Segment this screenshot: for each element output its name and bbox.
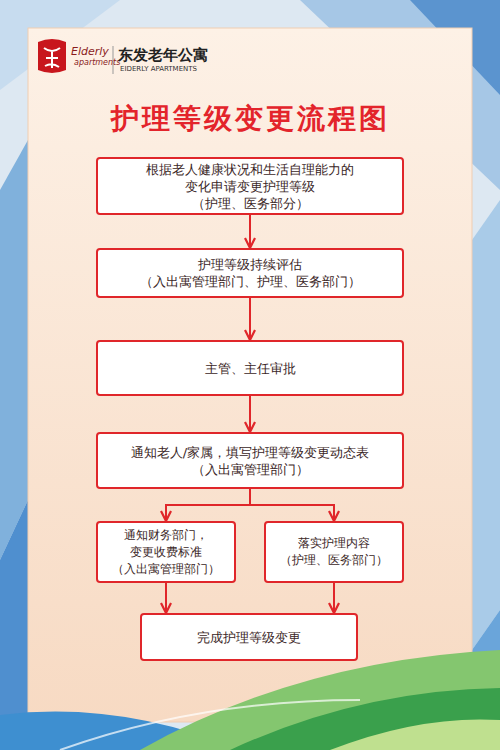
logo-text: Elderly	[71, 45, 109, 58]
flow-arrow	[250, 489, 334, 521]
logo-seal	[38, 39, 66, 73]
connector-group	[250, 489, 334, 521]
flow-arrow	[249, 215, 251, 248]
step-text: 根据老人健康状况和生活自理能力的 变化申请变更护理等级	[143, 161, 357, 195]
process-box: 落实护理内容（护理、医务部门）	[264, 521, 404, 583]
step-text: 落实护理内容	[298, 535, 370, 552]
department-note: （护理、医务部门）	[280, 552, 388, 569]
step-text: 通知老人/家属，填写护理等级变更动态表	[131, 444, 369, 461]
flow-arrow	[166, 489, 250, 521]
process-box: 通知老人/家属，填写护理等级变更动态表（入出寓管理部门）	[96, 432, 404, 489]
step-text: 通知财务部门， 变更收费标准	[118, 527, 214, 561]
department-note: （入出寓管理部门）	[112, 561, 220, 578]
deco-shape	[472, 200, 500, 650]
process-box: 完成护理等级变更	[140, 613, 358, 661]
connector-group	[166, 489, 250, 521]
department-note: （护理、医务部分）	[192, 195, 309, 212]
deco-line	[60, 700, 360, 750]
flow-arrow	[333, 583, 335, 613]
connector-group	[166, 583, 167, 613]
diagram-title: 护理等级变更流程图	[0, 100, 500, 138]
process-box: 通知财务部门， 变更收费标准（入出寓管理部门）	[96, 521, 236, 583]
connector-group	[250, 215, 251, 248]
process-box: 护理等级持续评估（入出寓管理部门、护理、医务部门）	[96, 248, 404, 298]
connector-group	[250, 298, 251, 340]
deco-shape	[0, 140, 28, 560]
logo-text: apartments	[74, 58, 120, 67]
flow-arrow	[165, 583, 167, 613]
deco-shape	[0, 500, 28, 750]
deco-shape	[230, 688, 500, 750]
flow-arrow	[249, 298, 251, 340]
logo-text: EIDERLY APARTMENTS	[120, 65, 197, 73]
logo-glyph	[44, 48, 60, 68]
deco-shape	[330, 719, 500, 750]
process-box: 主管、主任审批	[96, 340, 404, 396]
step-text: 完成护理等级变更	[197, 629, 301, 646]
logo-text: 东发老年公寓	[118, 46, 208, 65]
flow-arrow	[249, 396, 251, 432]
step-text: 主管、主任审批	[205, 360, 296, 377]
department-note: （入出寓管理部门）	[192, 461, 309, 478]
department-note: （入出寓管理部门、护理、医务部门）	[140, 273, 361, 290]
process-box: 根据老人健康状况和生活自理能力的 变化申请变更护理等级（护理、医务部分）	[96, 157, 404, 215]
connector-group	[250, 396, 251, 432]
step-text: 护理等级持续评估	[198, 256, 302, 273]
connector-group	[334, 583, 335, 613]
